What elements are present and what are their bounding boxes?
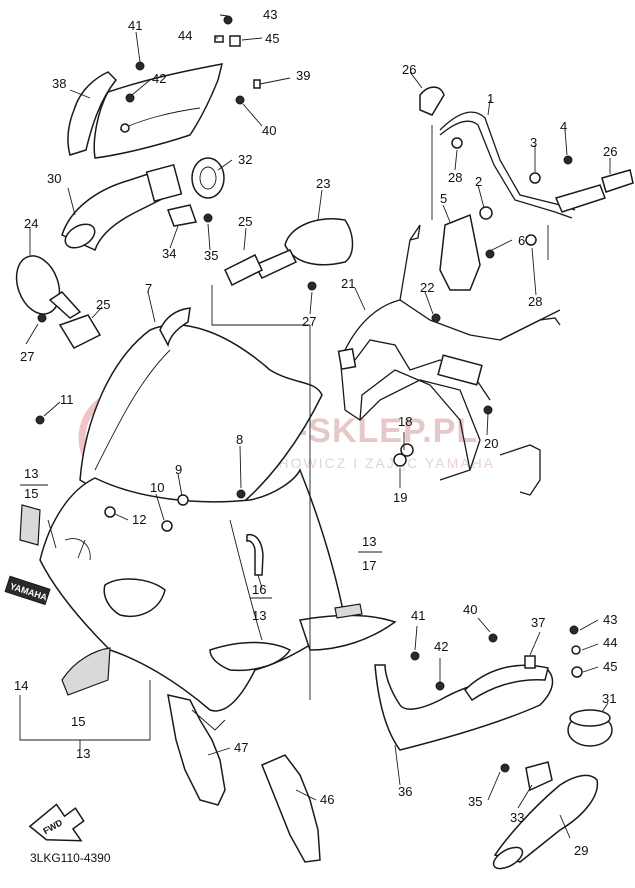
part-16-clip — [246, 533, 264, 576]
part-33-bracket — [525, 761, 553, 792]
part-38-inner-panel-left — [67, 71, 118, 156]
callout-c13c: 13 — [252, 608, 266, 623]
part-46-inner-duct — [261, 754, 321, 863]
callout-c44b: 44 — [603, 635, 617, 650]
callout-c12: 12 — [132, 512, 146, 527]
yamaha-emblem: YAMAHA — [4, 575, 51, 606]
callout-c45b: 45 — [603, 659, 617, 674]
callout-c25a: 25 — [238, 214, 252, 229]
callout-c13a: 13 — [24, 466, 38, 481]
callout-c26a: 26 — [402, 62, 416, 77]
part-15-decal-lower — [61, 647, 111, 696]
part-25-mirror-gasket-right — [224, 253, 263, 287]
callout-c4: 4 — [560, 119, 567, 134]
callout-c41a: 41 — [128, 18, 142, 33]
diagram-code: 3LKG110-4390 — [30, 851, 111, 865]
callout-c18: 18 — [398, 414, 412, 429]
callout-c36: 36 — [398, 784, 412, 799]
callout-c29: 29 — [574, 843, 588, 858]
part-25-mirror-gasket-left — [58, 314, 102, 349]
callout-c42b: 42 — [434, 639, 448, 654]
group-brackets — [19, 125, 549, 750]
callout-c23: 23 — [316, 176, 330, 191]
part-26-rubber-right — [601, 169, 634, 193]
callout-c35a: 35 — [204, 248, 218, 263]
callout-c13d: 13 — [76, 746, 90, 761]
callout-c44a: 44 — [178, 28, 192, 43]
callout-c15b: 15 — [71, 714, 85, 729]
part-24-mirror-left — [15, 255, 61, 315]
part-5-bracket — [439, 213, 481, 291]
callout-c25b: 25 — [96, 297, 110, 312]
callout-c40a: 40 — [262, 123, 276, 138]
headlight-opening-right — [209, 641, 292, 672]
part-29-air-duct — [493, 774, 599, 863]
callout-c7: 7 — [145, 281, 152, 296]
callout-c45a: 45 — [265, 31, 279, 46]
callout-c47: 47 — [234, 740, 248, 755]
leader-lines — [25, 14, 611, 839]
part-34-bracket — [166, 204, 198, 227]
callout-c32: 32 — [238, 152, 252, 167]
callout-c43a: 43 — [263, 7, 277, 22]
part-47-inner-duct — [167, 694, 226, 806]
callout-c15a: 15 — [24, 486, 38, 501]
callout-c31: 31 — [602, 691, 616, 706]
callout-c39: 39 — [296, 68, 310, 83]
callout-c28a: 28 — [448, 170, 462, 185]
part-32-grommet — [191, 157, 225, 199]
callout-c10: 10 — [150, 480, 164, 495]
part-15-decal-upper — [19, 504, 41, 546]
callout-c17: 17 — [362, 558, 376, 573]
callout-c13b: 13 — [362, 534, 376, 549]
callout-c26b: 26 — [603, 144, 617, 159]
callout-c8: 8 — [236, 432, 243, 447]
callout-c22: 22 — [420, 280, 434, 295]
callout-c38: 38 — [52, 76, 66, 91]
callout-c21: 21 — [341, 276, 355, 291]
callout-c14: 14 — [14, 678, 28, 693]
callout-c30: 30 — [47, 171, 61, 186]
callout-c40b: 40 — [463, 602, 477, 617]
callout-c27b: 27 — [20, 349, 34, 364]
callout-c3: 3 — [530, 135, 537, 150]
part-17-decal — [334, 603, 363, 619]
callout-c16: 16 — [252, 582, 266, 597]
callout-c24: 24 — [24, 216, 38, 231]
fwd-arrow: FWD — [28, 803, 85, 842]
callout-c46: 46 — [320, 792, 334, 807]
part-21-stay-top — [344, 299, 561, 351]
part-38-inner-panel-right — [93, 63, 224, 159]
part-7-windscreen — [79, 324, 323, 508]
callout-c5: 5 — [440, 191, 447, 206]
headlight-opening-left — [103, 578, 166, 617]
callout-c43b: 43 — [603, 612, 617, 627]
callout-c37: 37 — [531, 615, 545, 630]
callout-c19: 19 — [393, 490, 407, 505]
callout-c42a: 42 — [152, 71, 166, 86]
callout-c6: 6 — [518, 233, 525, 248]
part-1-bracket — [439, 111, 576, 211]
part-23-mirror-right — [284, 218, 354, 266]
callout-c9: 9 — [175, 462, 182, 477]
callout-c28b: 28 — [528, 294, 542, 309]
callout-c35b: 35 — [468, 794, 482, 809]
callout-c34: 34 — [162, 246, 176, 261]
callout-c11: 11 — [60, 392, 74, 407]
callout-c1: 1 — [487, 91, 494, 106]
part-36-under-cowl — [374, 664, 554, 751]
callout-c27a: 27 — [302, 314, 316, 329]
callout-c2: 2 — [475, 174, 482, 189]
callout-c41b: 41 — [411, 608, 425, 623]
callout-c20: 20 — [484, 436, 498, 451]
callout-c33: 33 — [510, 810, 524, 825]
part-26-rubber-left — [419, 86, 445, 116]
part-17-side-trim — [299, 614, 397, 651]
